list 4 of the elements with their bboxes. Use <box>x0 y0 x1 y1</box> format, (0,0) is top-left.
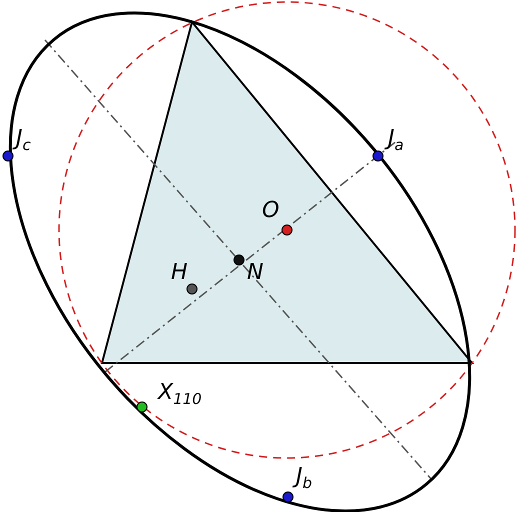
point-label: O <box>262 200 280 222</box>
point-label: X$_{110}$ <box>158 382 202 404</box>
point-label: N <box>247 262 264 284</box>
point-label: H <box>171 262 188 284</box>
